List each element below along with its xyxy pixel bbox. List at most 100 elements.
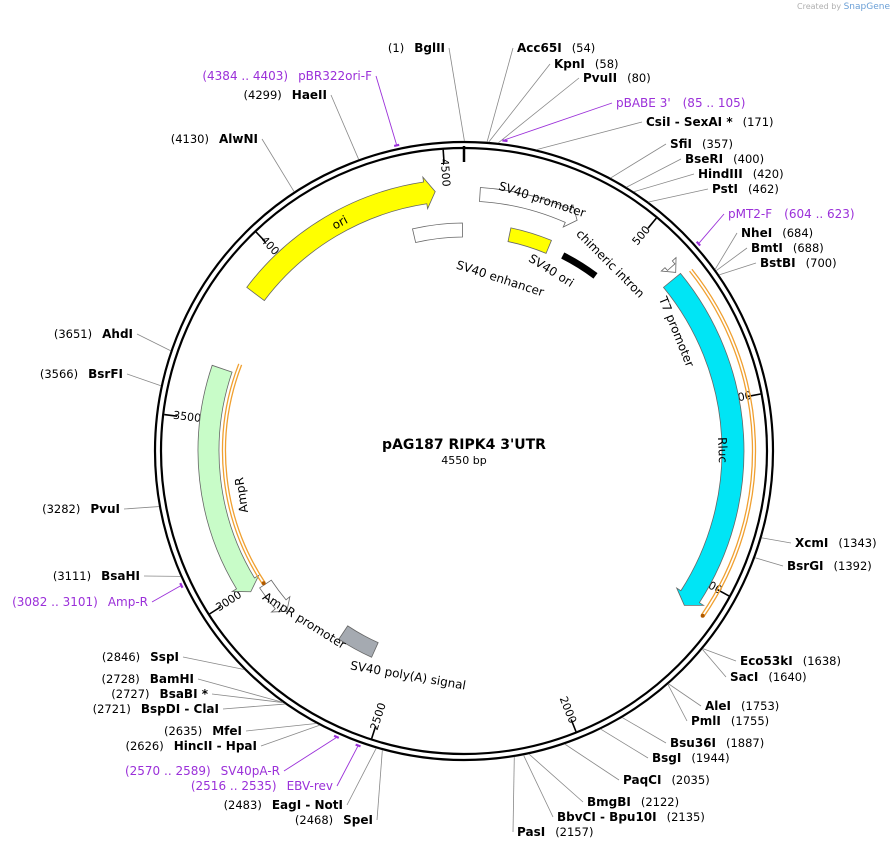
site-labels: BglII(1) Acc65I(54) KpnI(58)PvuII(80) CsiI …: [12, 41, 876, 839]
site-position: (357): [702, 137, 733, 151]
primer-range: (3082 .. 3101): [12, 595, 98, 609]
site-eco53ki[interactable]: Eco53kI(1638): [740, 654, 841, 668]
site-hincii-hpai[interactable]: HincII - HpaI(2626): [125, 739, 257, 753]
site-name: XcmI: [795, 536, 828, 550]
site-leader: [497, 77, 580, 144]
site-mfei[interactable]: MfeI(2635): [164, 724, 242, 738]
site-saci[interactable]: SacI(1640): [730, 670, 807, 684]
site-leader: [488, 63, 551, 143]
site-position: (1944): [691, 751, 729, 765]
site-position: (4299): [244, 88, 282, 102]
site-position: (3651): [54, 327, 92, 341]
site-name: BseRI: [685, 152, 723, 166]
site-pmli[interactable]: PmlI(1755): [691, 714, 769, 728]
feature-label-rluc: Rluc: [715, 437, 730, 463]
site-position: (2728): [101, 672, 139, 686]
site-position: (2635): [164, 724, 202, 738]
site-bmti[interactable]: BmtI(688): [751, 241, 824, 255]
site-position: (462): [748, 182, 779, 196]
primer-ebv-rev[interactable]: EBV-rev(2516 .. 2535): [191, 779, 333, 793]
orf-arc: [691, 268, 757, 617]
site-bmgbi[interactable]: BmgBI(2122): [587, 795, 679, 809]
primer-pbr322ori-f[interactable]: pBR322ori-F(4384 .. 4403): [202, 69, 372, 83]
site-leader-lines: [123, 47, 792, 833]
site-bstbi[interactable]: BstBI (700): [760, 256, 837, 270]
tick-mark: [647, 217, 657, 229]
site-name: BsrFI: [88, 367, 123, 381]
site-name: SacI: [730, 670, 758, 684]
orf-arc: [221, 363, 263, 585]
site-bsabi[interactable]: BsaBI *(2727): [111, 687, 208, 701]
primer-mark: [695, 240, 701, 247]
primer-name: EBV-rev: [287, 779, 333, 793]
site-spei[interactable]: SpeI(2468): [295, 813, 373, 827]
site-pvui[interactable]: PvuI(3282): [42, 502, 120, 516]
site-alei[interactable]: AleI(1753): [705, 699, 779, 713]
site-bsrgi[interactable]: BsrGI(1392): [787, 559, 872, 573]
site-psti[interactable]: PstI(462): [712, 182, 779, 196]
plasmid-name: pAG187 RIPK4 3'UTR: [382, 437, 546, 453]
site-bsu36i[interactable]: Bsu36I(1887): [670, 736, 764, 750]
site-name: BspDI - ClaI: [141, 702, 219, 716]
site-bsahi[interactable]: BsaHI(3111): [53, 569, 140, 583]
site-acc65i[interactable]: Acc65I(54): [517, 41, 595, 55]
site-position: (80): [627, 71, 651, 85]
site-position: (1887): [726, 736, 764, 750]
site-bamhi[interactable]: BamHI (2728): [101, 672, 194, 686]
site-bspdi-clai[interactable]: BspDI - ClaI(2721): [93, 702, 219, 716]
site-nhei[interactable]: NheI(684): [741, 226, 813, 240]
site-leader: [622, 717, 667, 744]
site-bsgi[interactable]: BsgI(1944): [652, 751, 730, 765]
site-leader: [448, 47, 465, 142]
site-position: (1755): [731, 714, 769, 728]
primer-name: SV40pA-R: [221, 764, 280, 778]
site-paqci[interactable]: PaqCI(2035): [623, 773, 710, 787]
site-position: (171): [743, 115, 774, 129]
primer-range: (4384 .. 4403): [202, 69, 288, 83]
site-leader: [715, 247, 748, 272]
site-name: HaeII: [292, 88, 327, 102]
site-bglii[interactable]: BglII(1): [388, 41, 445, 55]
feature-ampr: [197, 364, 260, 593]
site-leader: [330, 94, 360, 160]
site-name: AleI: [705, 699, 731, 713]
orf-arc: [224, 364, 266, 583]
site-name: BamHI: [150, 672, 194, 686]
site-leader: [667, 684, 688, 722]
tick-mark: [370, 725, 377, 739]
site-position: (700): [806, 256, 837, 270]
site-bsrfi[interactable]: BsrFI(3566): [40, 367, 123, 381]
site-position: (1): [388, 41, 404, 55]
site-eagi-noti[interactable]: EagI - NotI(2483): [224, 798, 343, 812]
site-alwni[interactable]: AlwNI (4130): [171, 132, 258, 146]
feature-label-ampr: AmpR: [232, 476, 251, 513]
site-sfii[interactable]: SfiI(357): [670, 137, 733, 151]
orf-end: [700, 613, 705, 618]
site-bbvci-bpu10i[interactable]: BbvCI - Bpu10I(2135): [557, 810, 705, 824]
site-csii-sexai[interactable]: CsiI - SexAI *(171): [646, 115, 774, 129]
site-leader: [600, 728, 649, 759]
site-sspi[interactable]: SspI(2846): [102, 650, 179, 664]
snapgene-credit: Created by SnapGene: [797, 2, 890, 12]
site-position: (4130): [171, 132, 209, 146]
site-pvuii[interactable]: PvuII(80): [583, 71, 651, 85]
site-ahdi[interactable]: AhdI(3651): [54, 327, 133, 341]
feature-t7-promoter: [660, 256, 677, 273]
primer-name: pBABE 3': [616, 96, 671, 110]
site-pasi[interactable]: PasI(2157): [517, 825, 593, 839]
site-leader: [261, 138, 295, 192]
site-bseri[interactable]: BseRI(400): [685, 152, 764, 166]
site-position: (2035): [671, 773, 709, 787]
site-hindiii[interactable]: HindIII(420): [698, 167, 784, 181]
site-name: AlwNI: [219, 132, 258, 146]
site-name: BstBI: [760, 256, 796, 270]
primer-pmt2-f[interactable]: pMT2-F(604 .. 623): [728, 207, 855, 221]
site-kpni[interactable]: KpnI(58): [554, 57, 619, 71]
primer-sv40pa-r[interactable]: SV40pA-R(2570 .. 2589): [125, 764, 280, 778]
site-xcmi[interactable]: XcmI(1343): [795, 536, 877, 550]
primer-pbabe-3[interactable]: pBABE 3'(85 .. 105): [616, 96, 745, 110]
site-leader: [346, 748, 377, 806]
primer-amp-r[interactable]: Amp-R(3082 .. 3101): [12, 595, 148, 609]
site-haeii[interactable]: HaeII (4299): [244, 88, 327, 102]
primer-leader: [151, 585, 181, 603]
